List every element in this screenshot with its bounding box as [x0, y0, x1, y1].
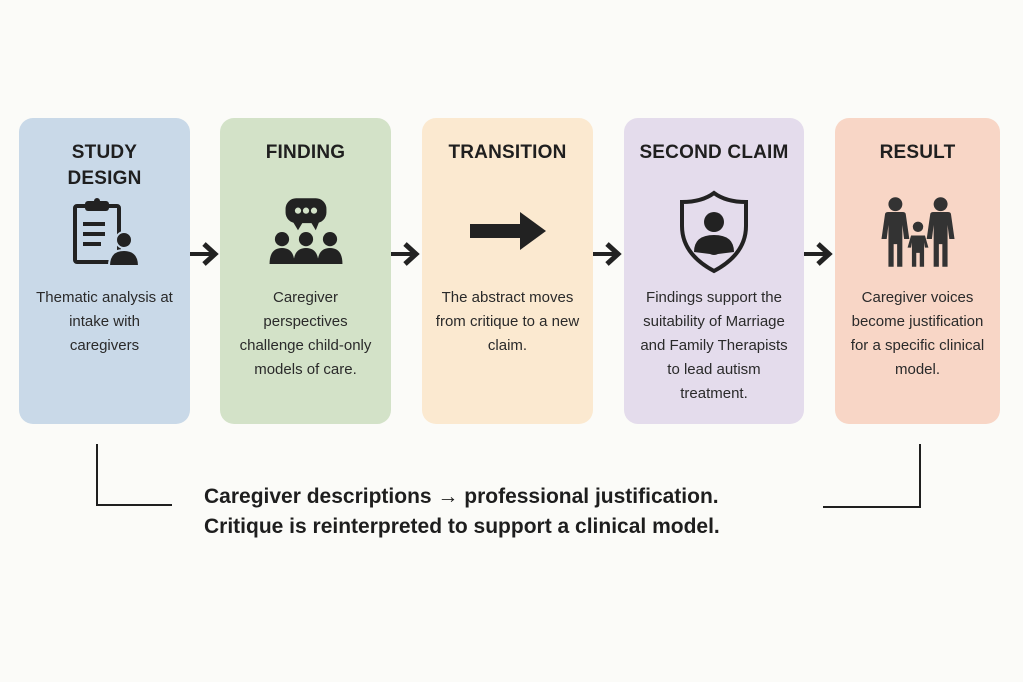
arrow-right-icon — [190, 242, 219, 266]
step-title: STUDY DESIGN — [67, 140, 141, 192]
step-title-line: DESIGN — [67, 168, 142, 189]
summary-line-1: Caregiver descriptions → professional ju… — [204, 485, 719, 508]
step-description: Caregiver perspectives challenge child-o… — [239, 289, 372, 378]
step-title: RESULT — [879, 142, 956, 163]
left-bracket-line — [96, 444, 172, 506]
step-title: SECOND CLAIM — [639, 142, 789, 163]
step-title: TRANSITION — [448, 142, 567, 163]
arrow-right-icon — [468, 192, 548, 272]
step-second-claim: SECOND CLAIM Findings support the suitab… — [624, 118, 804, 424]
clipboard-person-icon — [65, 192, 145, 272]
step-description: Findings support the suitability of Marr… — [640, 289, 788, 402]
step-transition: TRANSITION The abstract moves from criti… — [422, 118, 593, 424]
step-description: Caregiver voices become justification fo… — [850, 289, 985, 378]
step-title: FINDING — [265, 142, 346, 163]
family-icon — [878, 192, 958, 272]
arrow-right-icon — [391, 242, 420, 266]
step-title-line: STUDY — [71, 142, 138, 163]
shield-person-icon — [674, 190, 754, 274]
step-study-design: STUDY DESIGN Thematic analysis at intake … — [19, 118, 190, 424]
step-result: RESULT Caregiver voices become justifica… — [835, 118, 1000, 424]
step-finding: FINDING Caregiver perspectives challenge… — [220, 118, 391, 424]
step-description: The abstract moves from critique to a ne… — [435, 289, 580, 354]
right-bracket-line — [823, 444, 921, 508]
group-speech-bubble-icon — [266, 192, 346, 272]
step-description: Thematic analysis at intake with caregiv… — [36, 289, 173, 354]
summary-line-2: Critique is reinterpreted to support a c… — [204, 515, 720, 538]
arrow-right-icon — [593, 242, 622, 266]
summary-text: Caregiver descriptions → professional ju… — [204, 482, 720, 542]
arrow-right-icon — [804, 242, 833, 266]
